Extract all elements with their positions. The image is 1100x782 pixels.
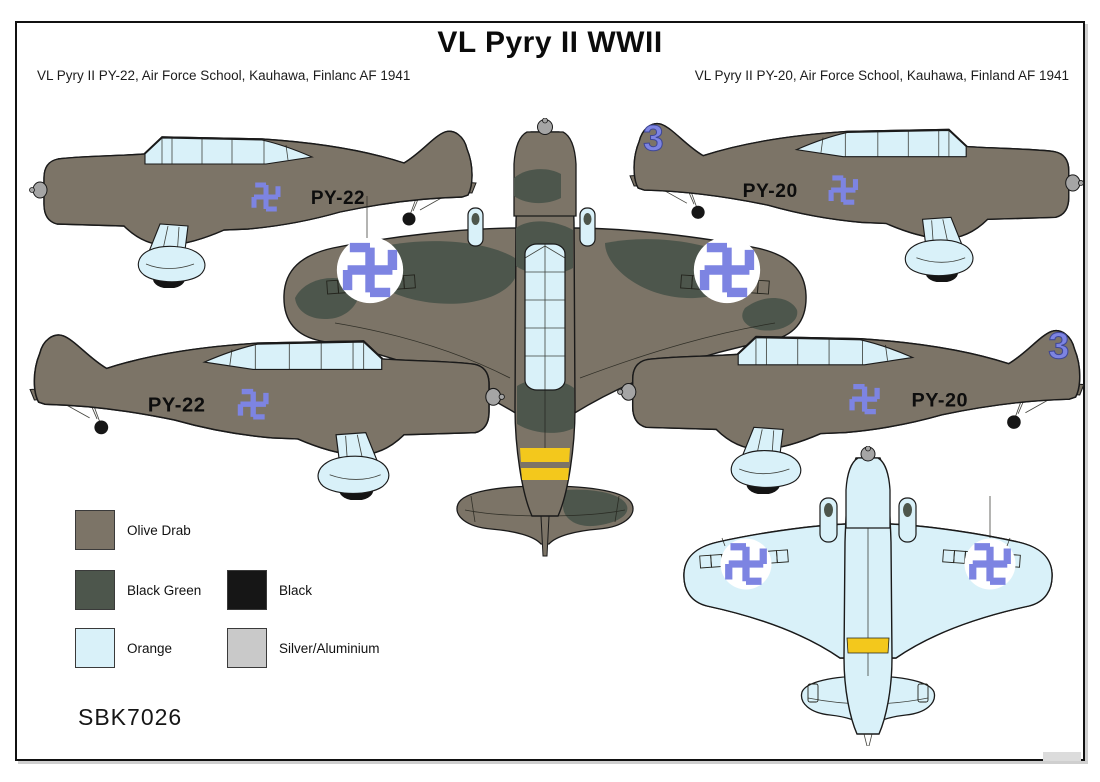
legend-label-black-green: Black Green	[127, 583, 202, 598]
fuselage-yellow-band	[846, 637, 890, 654]
legend-swatch-orange	[75, 628, 115, 668]
watermark	[1043, 752, 1081, 761]
legend-swatch-silver-aluminium	[227, 628, 267, 668]
registration-text: PY-22	[148, 395, 206, 417]
hakaristi-roundel-icon	[694, 237, 760, 303]
sheet-border: VL Pyry II WWII VL Pyry II PY-22, Air Fo…	[15, 21, 1085, 761]
product-code: SBK7026	[78, 704, 183, 730]
aircraft-side-view-py22-facing-left: PY-22	[28, 98, 478, 288]
legend-swatch-black-green	[75, 570, 115, 610]
gear-fairings	[819, 497, 917, 543]
canopy	[524, 243, 566, 391]
caption-py20: VL Pyry II PY-20, Air Force School, Kauh…	[694, 68, 1069, 83]
gear-fairings	[467, 207, 596, 247]
fuselage-yellow-band	[520, 448, 570, 462]
registration-text: PY-20	[743, 181, 798, 202]
legend-label-silver-aluminium: Silver/Aluminium	[279, 641, 380, 656]
legend-swatch-olive-drab	[75, 510, 115, 550]
hakaristi-roundel-icon	[965, 539, 1016, 590]
fuselage-yellow-band	[521, 468, 569, 480]
legend-swatch-black	[227, 570, 267, 610]
legend-label-orange: Orange	[127, 641, 173, 656]
page-title: VL Pyry II WWII	[437, 26, 663, 59]
airframe	[28, 334, 504, 500]
aircraft-bottom-view	[683, 446, 1053, 746]
registration-text: PY-22	[311, 188, 365, 209]
hakaristi-roundel-icon	[721, 539, 772, 590]
aircraft-top-view	[283, 118, 807, 557]
aircraft-side-view-py22-facing-right: PY-22	[28, 300, 506, 500]
legend-label-black: Black	[279, 583, 313, 598]
caption-py22: VL Pyry II PY-22, Air Force School, Kauh…	[37, 68, 411, 83]
aircraft-side-view-py20-facing-right: PY-20 3	[628, 117, 1085, 282]
hakaristi-roundel-icon	[337, 237, 403, 303]
legend-label-olive-drab: Olive Drab	[127, 523, 191, 538]
tail-number: 3	[1048, 325, 1069, 367]
registration-text: PY-20	[911, 389, 968, 411]
tail-number: 3	[643, 118, 663, 159]
aircraft-side-view-py20-facing-left: PY-20 3	[616, 324, 1086, 494]
